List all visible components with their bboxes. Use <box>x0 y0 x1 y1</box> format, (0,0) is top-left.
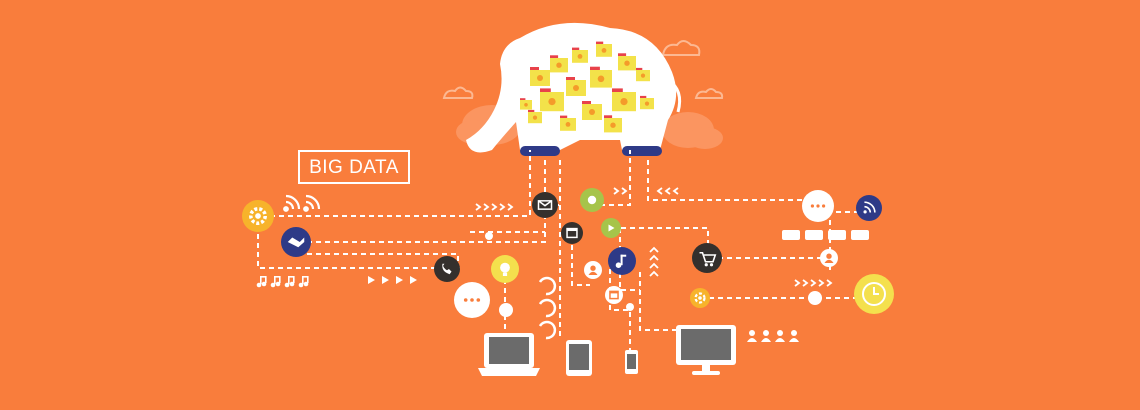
folder-icon <box>550 55 568 73</box>
star-icon <box>626 303 634 311</box>
cloud-icon <box>442 40 724 99</box>
user-icon <box>820 249 838 267</box>
smartphone-icon <box>625 350 638 374</box>
chat-bubble-icon <box>454 282 490 318</box>
folder-icon <box>636 67 650 82</box>
folder-icon <box>590 66 612 88</box>
gear-icon <box>690 288 710 308</box>
folder-icon <box>612 88 636 112</box>
gear-icon <box>499 303 513 317</box>
handshake-icon <box>281 227 311 257</box>
music-note-icon <box>256 276 309 288</box>
star-icon <box>580 188 604 212</box>
phone-icon <box>434 256 460 282</box>
folder-icon <box>520 98 532 110</box>
rss-icon <box>283 194 321 212</box>
folder-icon <box>528 109 542 124</box>
folder-icon <box>540 88 564 112</box>
alarm-clock-icon <box>854 274 894 314</box>
calendar-icon <box>605 286 623 304</box>
tablet-icon <box>566 340 592 376</box>
person-icon <box>747 330 799 342</box>
folder-icon <box>640 95 654 110</box>
play-icon <box>601 218 621 238</box>
shopping-cart-icon <box>692 243 722 273</box>
folder-icon <box>530 67 550 86</box>
refresh-icon <box>538 276 557 340</box>
folder-icon <box>604 115 622 133</box>
list-item <box>782 230 869 240</box>
lightbulb-icon <box>491 255 519 283</box>
user-icon <box>584 261 602 279</box>
big-data-label: BIG DATA <box>298 150 410 184</box>
folder-icon <box>582 101 602 120</box>
folder-icon <box>566 77 586 96</box>
mail-icon <box>532 192 558 218</box>
monitor-icon <box>676 325 736 375</box>
star-icon <box>485 232 493 240</box>
chat-bubble-icon <box>802 190 834 222</box>
folder-icon <box>572 47 588 63</box>
gear-icon <box>242 200 274 232</box>
folder-icon <box>618 53 636 71</box>
calendar-icon <box>561 222 583 244</box>
play-arrow-icon <box>368 276 417 284</box>
chevron-right-icon <box>475 187 833 287</box>
folder-icon <box>560 115 576 131</box>
mail-icon <box>808 291 822 305</box>
laptop-icon <box>478 333 540 376</box>
rss-icon <box>856 195 882 221</box>
folder-icon <box>596 41 612 57</box>
music-note-icon <box>608 247 636 275</box>
